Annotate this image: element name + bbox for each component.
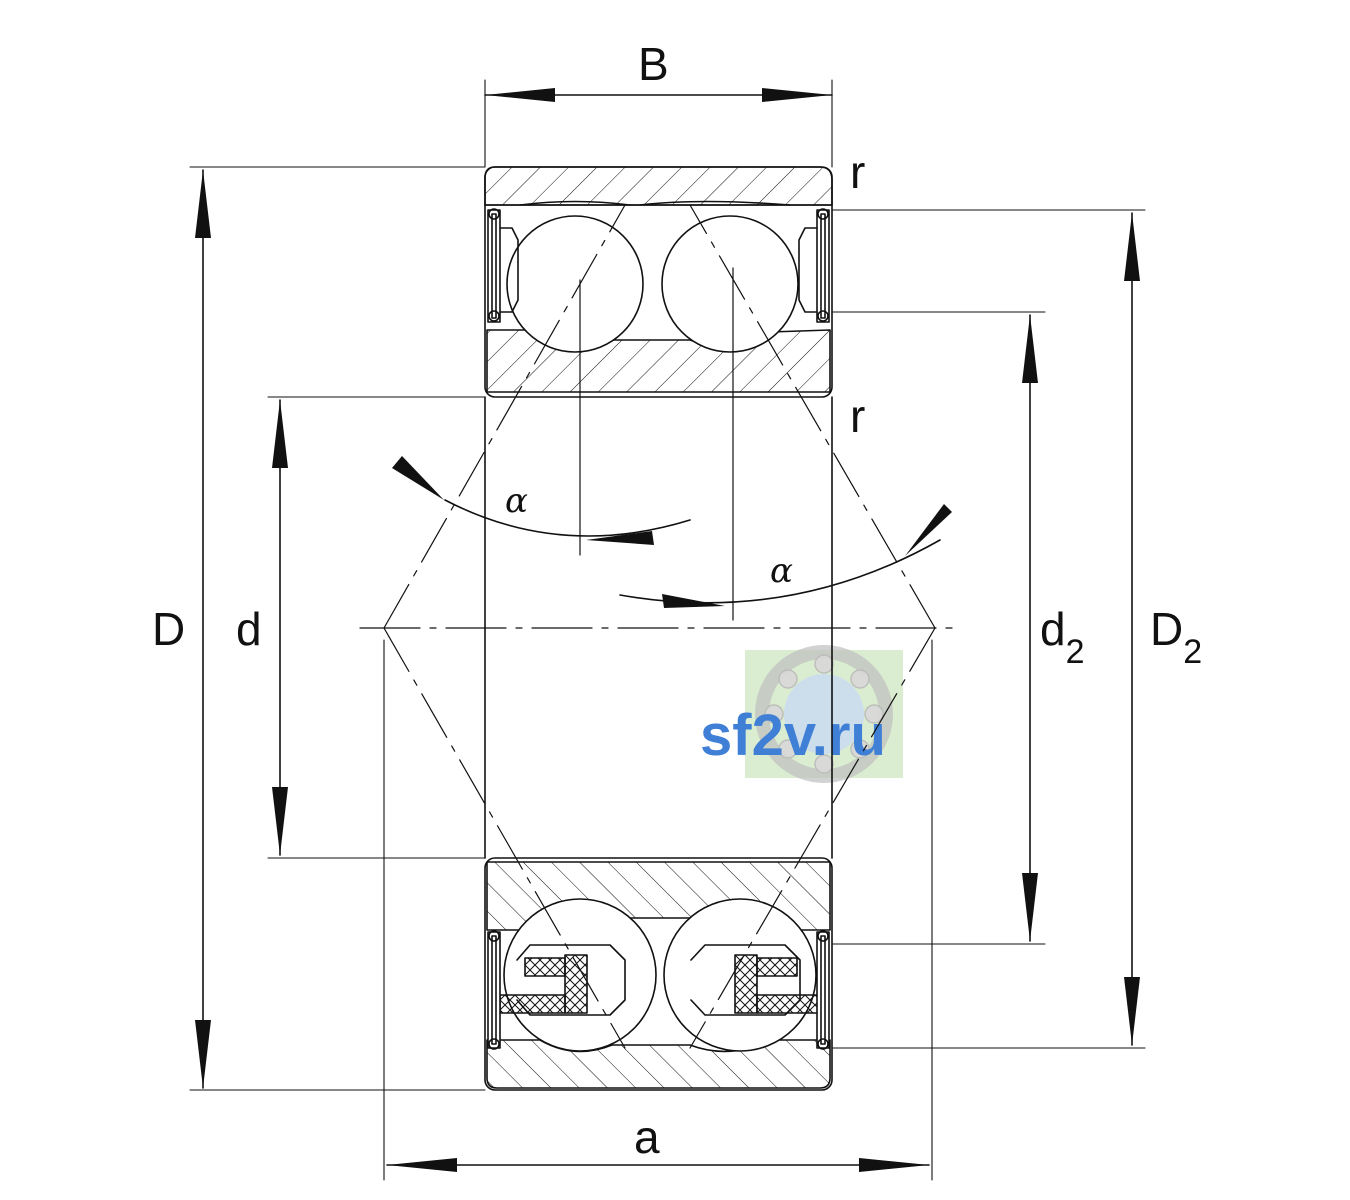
top-balls [506,215,799,353]
top-left-seal [487,208,519,323]
label-D: D [152,603,185,655]
top-ball-left [506,215,644,353]
top-ring-outline [484,166,833,398]
watermark-bearing-icon [755,645,893,783]
label-D2: D2 [1150,603,1202,671]
label-alpha-left: α [505,481,528,521]
construction-lines [359,204,956,1049]
label-d: d [236,603,262,655]
label-B: B [638,38,669,90]
bottom-left-seal [487,930,501,1050]
watermark-text: sf2v.ru [700,703,886,768]
contact-line-right-top [689,204,936,629]
top-right-seal [798,208,830,323]
label-d2: d2 [1040,603,1085,671]
bottom-cages [499,944,820,1016]
bottom-right-seal [816,930,830,1050]
label-r-bottom: r [850,390,865,442]
watermark: sf2v.ru [700,645,903,783]
label-a: a [634,1111,660,1163]
label-r-top: r [850,146,865,198]
contact-line-left-top [383,204,626,629]
top-ball-right [661,215,799,353]
dimension-labels: B D d d2 D2 a r r α α [152,38,1202,1163]
arrowheads [195,88,1140,1172]
bottom-outer-ring [486,1039,831,1089]
top-outer-ring [484,166,833,206]
contact-line-left-bottom [383,627,626,1049]
extension-lines [189,79,1146,1181]
label-alpha-right: α [770,551,793,591]
contact-line-right-bottom [689,627,936,1049]
bottom-ring-outline [484,857,833,1091]
angle-arc-left [444,499,691,537]
